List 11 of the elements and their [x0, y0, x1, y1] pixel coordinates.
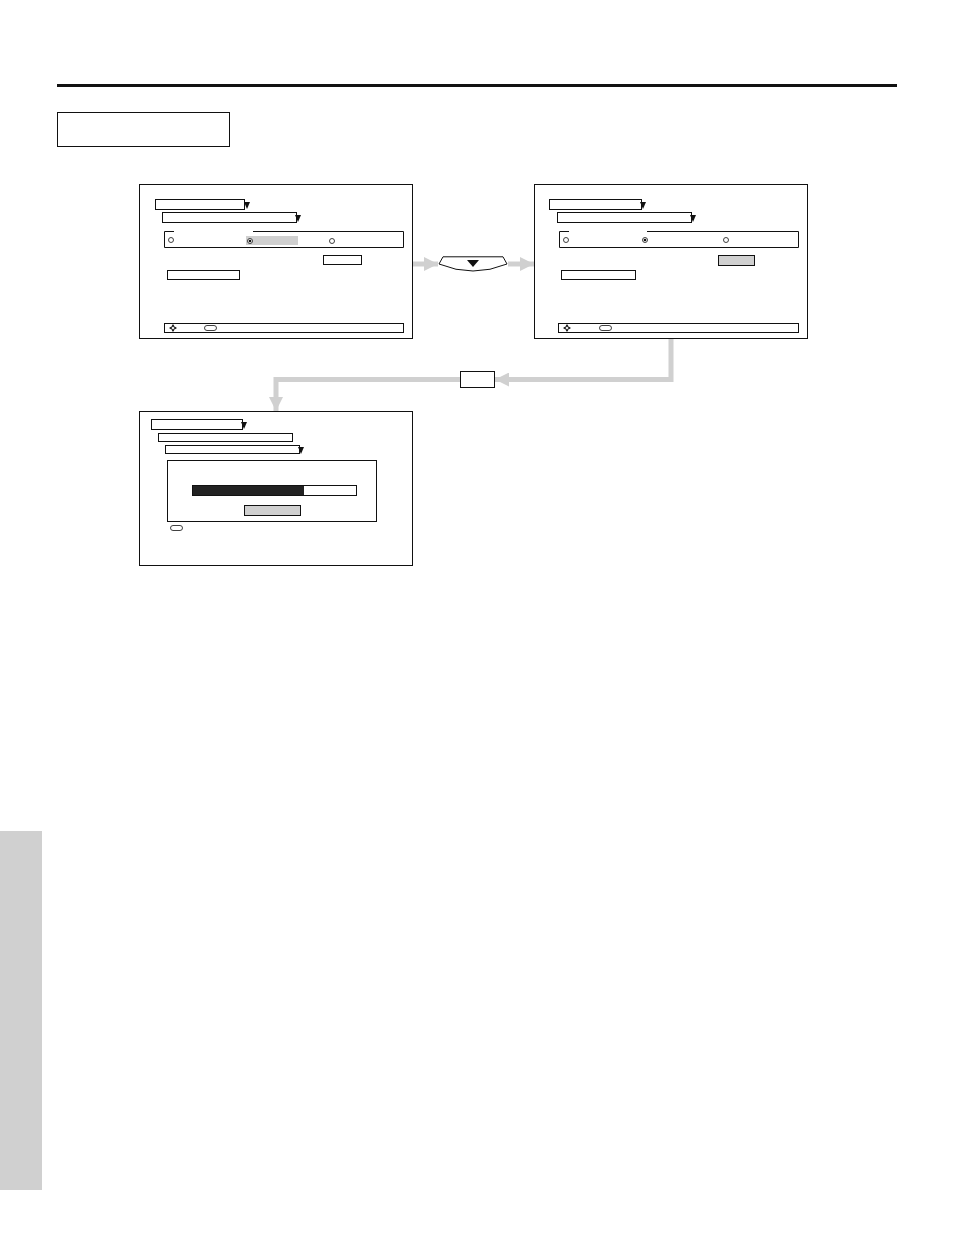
- side-tab: [0, 831, 42, 1190]
- menu-screen: [534, 184, 808, 339]
- title-box: [57, 112, 230, 147]
- flow-arrow: [269, 377, 460, 411]
- flow-arrow: [508, 257, 534, 271]
- menu-screen: [139, 411, 413, 566]
- flow-arrow: [495, 339, 674, 387]
- menu-screen: [139, 184, 413, 339]
- key-box: [460, 371, 495, 388]
- down-arrow-key: [438, 256, 508, 272]
- flow-arrow: [413, 257, 438, 271]
